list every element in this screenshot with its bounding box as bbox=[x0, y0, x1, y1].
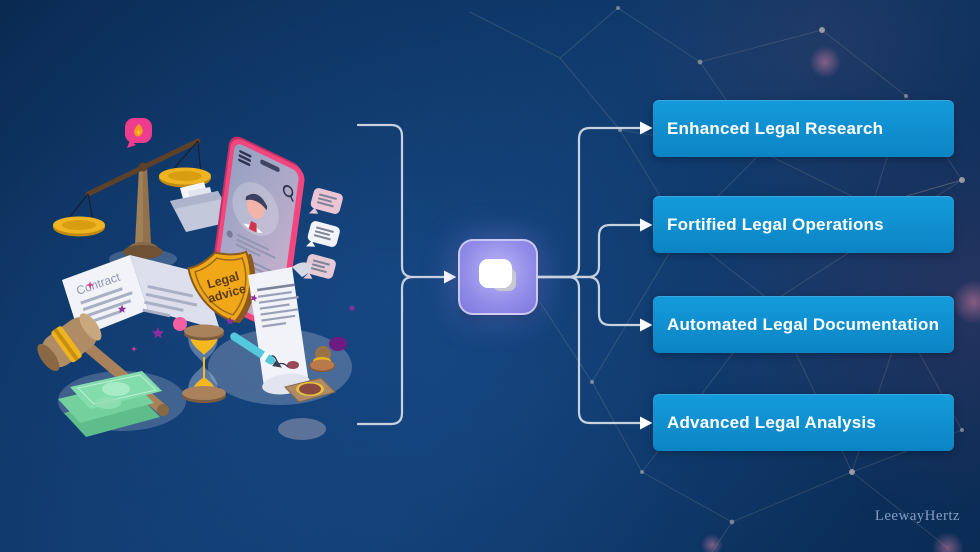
document-folder bbox=[170, 182, 234, 232]
money-bills bbox=[58, 371, 162, 437]
benefit-label: Automated Legal Documentation bbox=[667, 314, 940, 334]
benefit-label: Enhanced Legal Research bbox=[667, 118, 884, 138]
benefit-box-enhanced-legal-research: Enhanced Legal Research bbox=[653, 100, 954, 157]
brand-watermark: LeewayHertz bbox=[874, 508, 960, 524]
central-ai-node bbox=[458, 239, 538, 315]
legal-services-illustration: Contract Legal advice bbox=[37, 118, 356, 440]
benefit-box-advanced-legal-analysis: Advanced Legal Analysis bbox=[653, 394, 954, 451]
benefit-label: Advanced Legal Analysis bbox=[667, 412, 876, 432]
legal-advice-shield: Legal advice bbox=[187, 250, 256, 324]
benefit-box-automated-legal-documentation: Automated Legal Documentation bbox=[653, 296, 954, 353]
pen-icon bbox=[230, 332, 282, 368]
hourglass bbox=[182, 324, 226, 403]
layers-icon bbox=[479, 259, 516, 291]
stamp-and-ink-pad bbox=[284, 346, 336, 403]
balance-scale bbox=[53, 138, 211, 259]
search-icon bbox=[282, 184, 294, 198]
glow-spots bbox=[701, 46, 980, 552]
arrowhead-icons bbox=[640, 121, 653, 430]
benefit-label: Fortified Legal Operations bbox=[667, 214, 884, 234]
star-decorations bbox=[86, 281, 356, 353]
benefit-box-fortified-legal-operations: Fortified Legal Operations bbox=[653, 196, 954, 253]
arrowhead-icon bbox=[444, 270, 457, 284]
flame-chat-bubble-icon bbox=[125, 118, 152, 148]
chat-bubbles bbox=[303, 188, 343, 279]
